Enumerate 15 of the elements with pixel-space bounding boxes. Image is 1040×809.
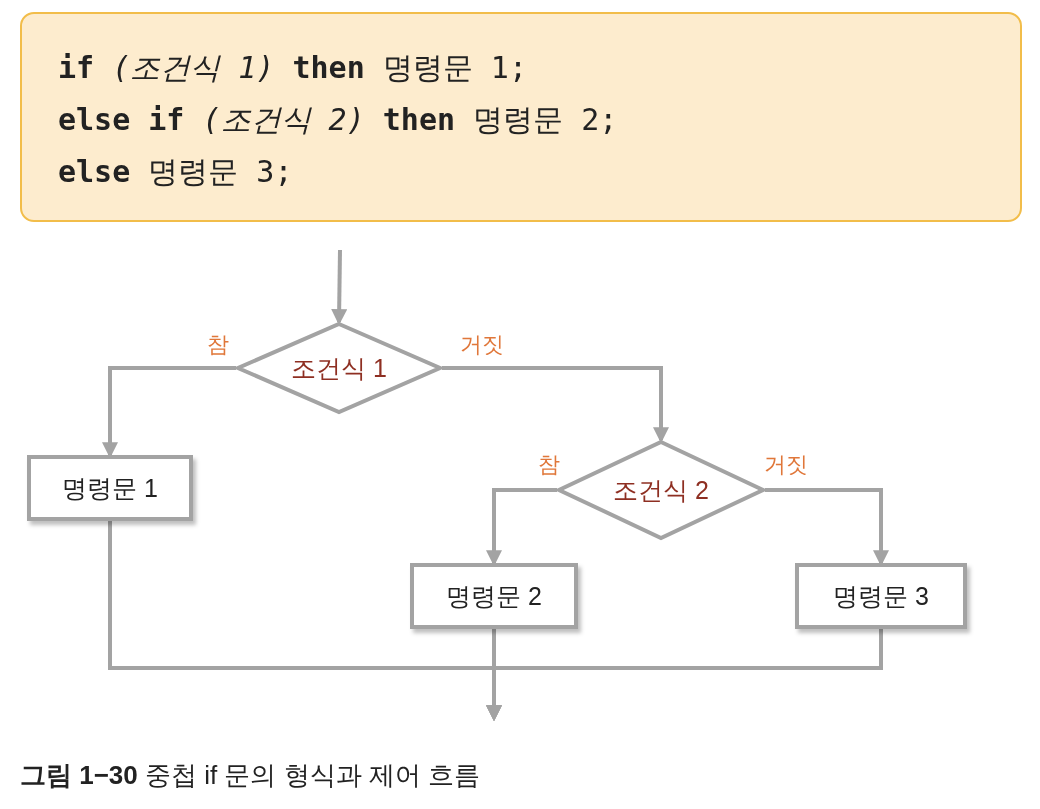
process-box	[795, 563, 967, 629]
statement-text: 명령문 3	[833, 580, 929, 612]
figure-caption: 그림 1−30 중첩 if 문의 형식과 제어 흐름	[20, 759, 481, 792]
code-line: else 명령문 3;	[58, 154, 294, 190]
condition-text: 조건식 1	[291, 352, 387, 384]
arrow	[486, 629, 883, 722]
statement-text: 명령문 2	[446, 580, 542, 612]
process-box	[27, 455, 193, 521]
code-panel	[20, 12, 1022, 222]
decision-diamond	[236, 322, 442, 414]
statement-text: 명령문 1	[62, 472, 158, 504]
process-box	[410, 563, 578, 629]
code-line: if (조건식 1) then 명령문 1;	[58, 50, 528, 86]
condition-text: 조건식 2	[613, 474, 709, 506]
code-line: else if (조건식 2) then 명령문 2;	[58, 102, 619, 138]
